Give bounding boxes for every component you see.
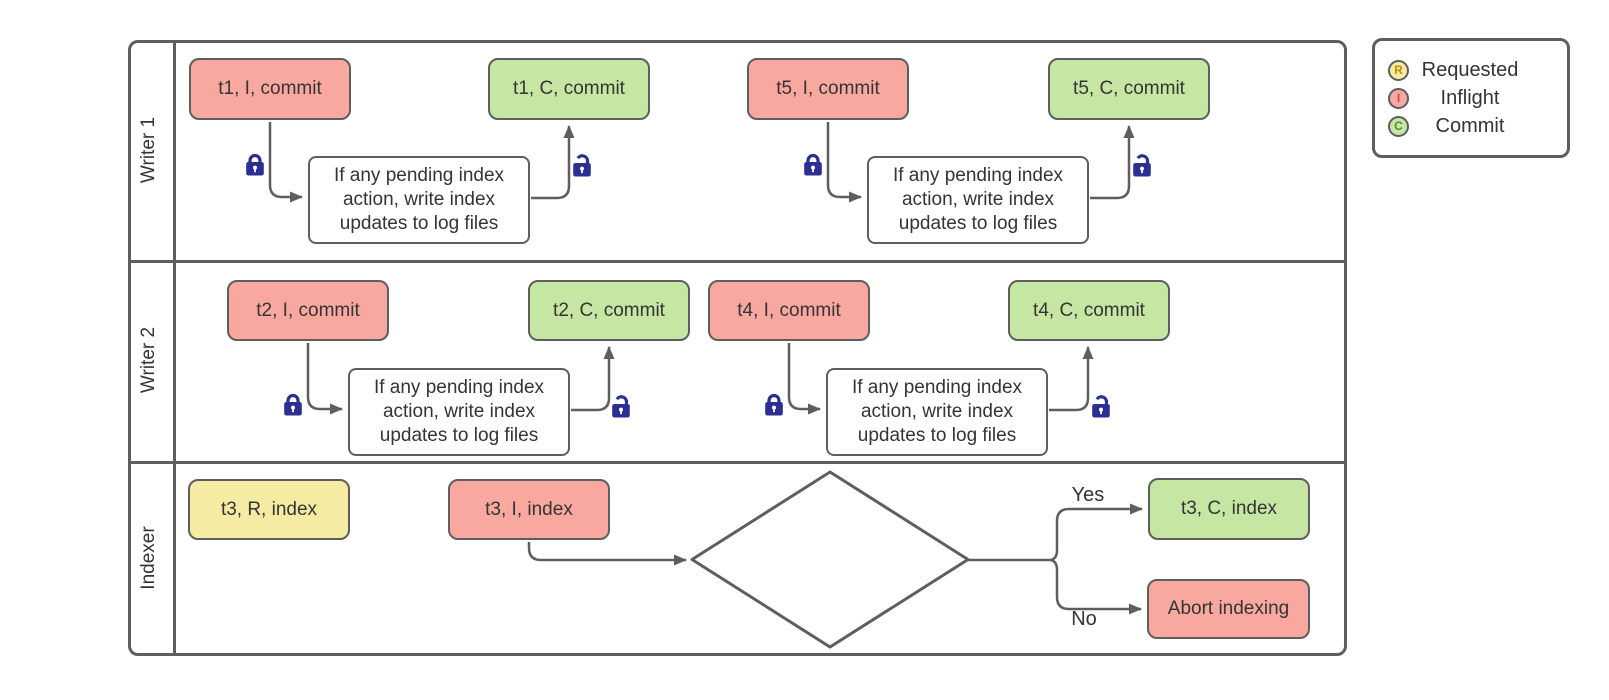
node-t2-commit: t2, C, commit	[528, 280, 690, 341]
action-line: updates to log files	[857, 425, 1017, 446]
inflight-state-icon: I	[1388, 87, 1409, 109]
action-line: If any pending index	[851, 377, 1023, 398]
decision-text: All writers after t0 completed index upd…	[700, 522, 960, 597]
action-line: If any pending index	[333, 165, 505, 186]
action-line: If any pending index	[373, 377, 545, 398]
node-t5-commit: t5, C, commit	[1048, 58, 1210, 120]
legend-label-commit: Commit	[1435, 114, 1505, 137]
action-line: action, write index	[382, 401, 536, 422]
node-index-action-w2a: If any pending index action, write index…	[348, 368, 570, 456]
action-line: updates to log files	[898, 213, 1058, 234]
action-line: If any pending index	[892, 165, 1064, 186]
action-line: updates to log files	[339, 213, 499, 234]
action-line: action, write index	[901, 189, 1055, 210]
node-t5-inflight: t5, I, commit	[747, 58, 909, 120]
branch-label-no: No	[1071, 608, 1097, 630]
lane-label-divider	[173, 43, 176, 653]
requested-state-icon: R	[1388, 59, 1409, 81]
decision-line: completed index updates	[724, 549, 936, 570]
decision-line: before timeout?	[763, 574, 897, 595]
action-line: action, write index	[342, 189, 496, 210]
commit-state-icon: C	[1388, 115, 1409, 137]
node-t1-inflight: t1, I, commit	[189, 58, 351, 120]
node-abort-indexing: Abort indexing	[1147, 579, 1310, 639]
node-t1-commit: t1, C, commit	[488, 58, 650, 120]
lane-label-writer2: Writer 2	[138, 326, 159, 394]
node-index-action-w1b: If any pending index action, write index…	[867, 156, 1089, 244]
legend-label-inflight: Inflight	[1440, 86, 1500, 109]
lane-divider-1	[131, 260, 1344, 263]
node-t3-requested: t3, R, index	[188, 479, 350, 540]
legend-row-commit: C Commit	[1375, 113, 1567, 139]
lane-divider-2	[131, 461, 1344, 464]
branch-label-yes: Yes	[1071, 484, 1105, 506]
node-index-action-w2b: If any pending index action, write index…	[826, 368, 1048, 456]
node-index-action-w1a: If any pending index action, write index…	[308, 156, 530, 244]
action-line: action, write index	[860, 401, 1014, 422]
action-line: updates to log files	[379, 425, 539, 446]
legend: R Requested I Inflight C Commit	[1372, 38, 1570, 158]
lane-label-writer1: Writer 1	[138, 116, 159, 184]
node-t4-inflight: t4, I, commit	[708, 280, 870, 341]
node-t3-commit: t3, C, index	[1148, 478, 1310, 540]
node-t2-inflight: t2, I, commit	[227, 280, 389, 341]
lane-label-indexer: Indexer	[138, 526, 159, 590]
node-t3-inflight: t3, I, index	[448, 479, 610, 540]
legend-row-inflight: I Inflight	[1375, 85, 1567, 111]
legend-row-requested: R Requested	[1375, 57, 1567, 83]
legend-label-requested: Requested	[1421, 58, 1519, 81]
node-t4-commit: t4, C, commit	[1008, 280, 1170, 341]
decision-line: All writers after t0	[756, 524, 904, 545]
